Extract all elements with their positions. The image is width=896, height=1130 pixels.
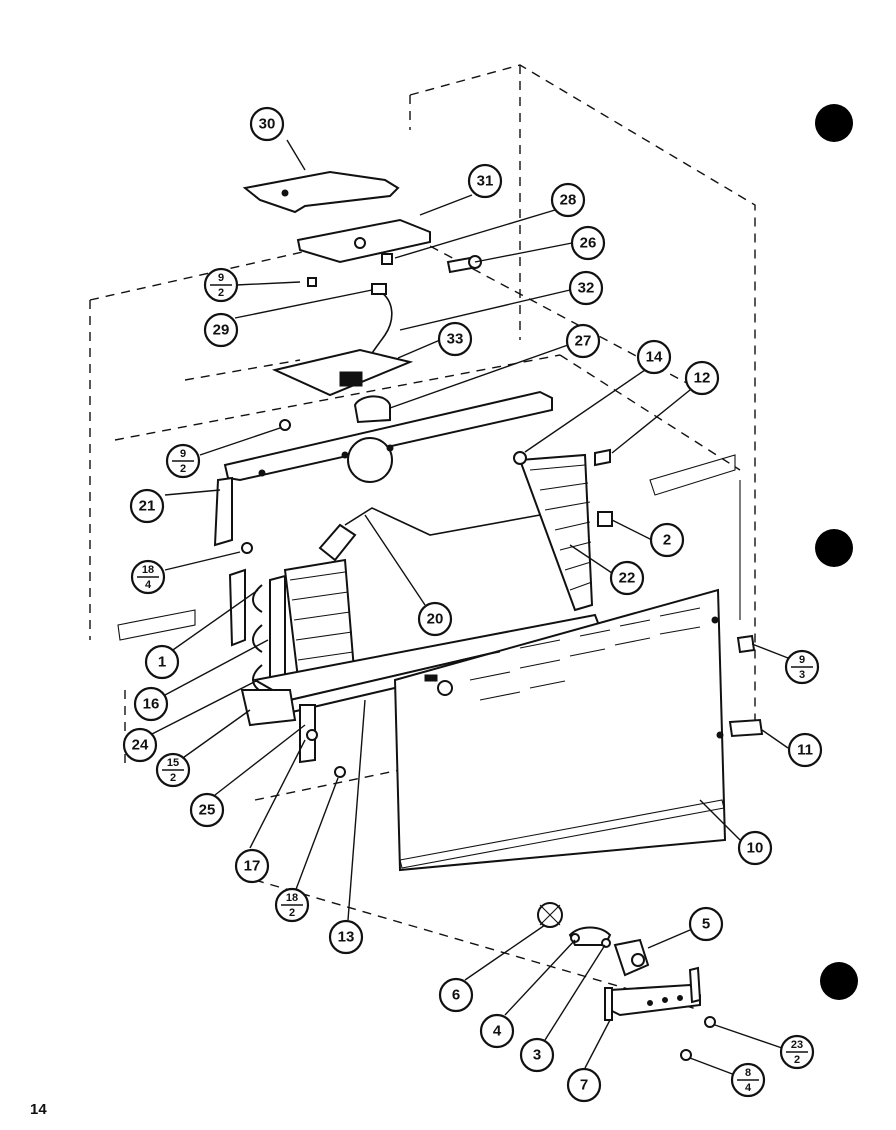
callout-25: 25: [189, 792, 225, 828]
punch-hole-middle: [815, 529, 853, 567]
callout-33: 33: [437, 321, 473, 357]
svg-text:2: 2: [180, 463, 186, 475]
svg-text:32: 32: [578, 280, 595, 297]
svg-text:9: 9: [218, 272, 224, 284]
callout-20: 20: [417, 601, 453, 637]
svg-text:33: 33: [447, 331, 464, 348]
fraction-callout-9-2-mid: 9 2: [165, 443, 201, 479]
punch-hole-top: [815, 104, 853, 142]
svg-text:2: 2: [289, 907, 295, 919]
coil-right-end: [513, 448, 613, 612]
punch-hole-bottom: [820, 962, 858, 1000]
callout-3: 3: [519, 1037, 555, 1073]
svg-text:13: 13: [338, 929, 355, 946]
svg-text:12: 12: [694, 370, 711, 387]
svg-text:27: 27: [575, 333, 592, 350]
callout-16: 16: [133, 686, 169, 722]
fraction-callout-9-3: 9 3: [784, 649, 820, 685]
callout-27: 27: [565, 323, 601, 359]
svg-text:1: 1: [158, 654, 166, 671]
callout-13: 13: [328, 919, 364, 955]
leader-lines: [149, 139, 789, 1076]
svg-text:2: 2: [218, 287, 224, 299]
svg-text:11: 11: [797, 742, 813, 759]
evaporator-frame: [213, 390, 553, 547]
svg-text:2: 2: [170, 772, 176, 784]
callout-14: 14: [636, 339, 672, 375]
bracket-plate: [296, 218, 482, 274]
svg-text:3: 3: [533, 1047, 541, 1064]
callout-7: 7: [566, 1067, 602, 1103]
svg-text:26: 26: [580, 235, 597, 252]
svg-text:25: 25: [199, 802, 216, 819]
fraction-callout-8-4: 8 4: [730, 1062, 766, 1098]
top-plate: [242, 170, 400, 214]
svg-text:9: 9: [799, 654, 805, 666]
svg-text:5: 5: [702, 916, 710, 933]
callout-31: 31: [467, 163, 503, 199]
svg-text:28: 28: [560, 192, 577, 209]
svg-text:18: 18: [142, 564, 154, 576]
svg-text:18: 18: [286, 892, 298, 904]
callout-4: 4: [479, 1013, 515, 1049]
callout-10: 10: [737, 830, 773, 866]
fraction-callout-18-4: 18 4: [130, 559, 166, 595]
svg-text:17: 17: [244, 858, 261, 875]
fraction-callout-9-2-top: 9 2: [203, 267, 239, 303]
callout-26: 26: [570, 225, 606, 261]
fraction-callout-23-2: 23 2: [779, 1034, 815, 1070]
callout-32: 32: [568, 270, 604, 306]
fraction-callout-15-2: 15 2: [155, 752, 191, 788]
svg-text:24: 24: [132, 737, 149, 754]
svg-text:15: 15: [167, 757, 179, 769]
page-number: 14: [30, 1101, 47, 1118]
svg-text:4: 4: [745, 1082, 752, 1094]
svg-text:23: 23: [791, 1039, 803, 1051]
callout-6: 6: [438, 977, 474, 1013]
svg-text:10: 10: [747, 840, 764, 857]
svg-text:14: 14: [646, 349, 663, 366]
callout-28: 28: [550, 182, 586, 218]
svg-text:30: 30: [259, 116, 276, 133]
light-assembly: [537, 902, 716, 1061]
svg-text:8: 8: [745, 1067, 751, 1079]
callout-2: 2: [649, 522, 685, 558]
callout-22: 22: [609, 560, 645, 596]
svg-text:3: 3: [799, 669, 805, 681]
svg-text:22: 22: [619, 570, 636, 587]
callout-24: 24: [122, 727, 158, 763]
callout-11: 11: [787, 732, 823, 768]
callout-12: 12: [684, 360, 720, 396]
svg-text:9: 9: [180, 448, 186, 460]
callout-17: 17: [234, 848, 270, 884]
svg-text:4: 4: [145, 579, 152, 591]
callout-1: 1: [144, 644, 180, 680]
front-panel: [393, 588, 727, 872]
fraction-callout-18-2: 18 2: [274, 887, 310, 923]
svg-text:16: 16: [143, 696, 160, 713]
svg-text:21: 21: [139, 498, 156, 515]
callout-29: 29: [203, 312, 239, 348]
svg-text:4: 4: [493, 1023, 502, 1040]
svg-text:29: 29: [213, 322, 230, 339]
svg-text:2: 2: [663, 532, 671, 549]
svg-text:2: 2: [794, 1054, 800, 1066]
callout-5: 5: [688, 906, 724, 942]
svg-text:7: 7: [580, 1077, 588, 1094]
callout-30: 30: [249, 106, 285, 142]
svg-text:20: 20: [427, 611, 444, 628]
svg-text:6: 6: [452, 987, 460, 1004]
svg-text:31: 31: [477, 173, 494, 190]
callout-21: 21: [129, 488, 165, 524]
